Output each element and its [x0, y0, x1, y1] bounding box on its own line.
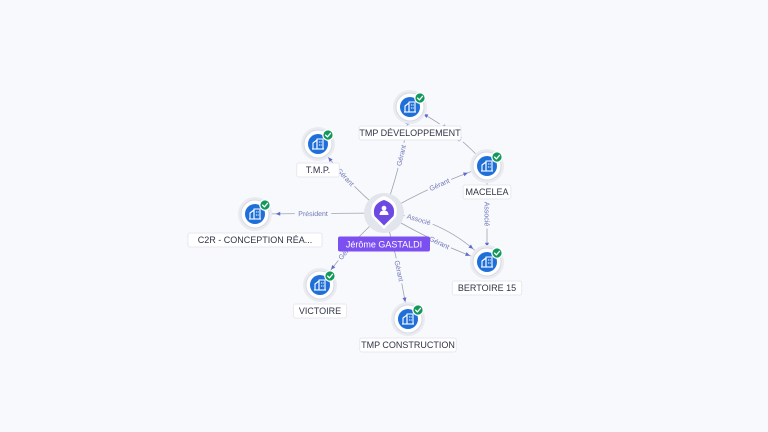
edge-arrow-icon — [275, 211, 281, 216]
company-name: BERTOIRE 15 — [458, 283, 516, 293]
edge-arrow-icon — [468, 244, 474, 249]
label-box — [338, 236, 430, 252]
person-label[interactable]: Jérôme GASTALDI — [338, 236, 430, 252]
edge-arrow-icon — [465, 252, 471, 256]
company-name: VICTOIRE — [299, 306, 341, 316]
edge-label-bg — [403, 210, 435, 228]
edge-arrow-icon — [328, 157, 333, 162]
edge-label-bg — [425, 175, 453, 194]
person-name: Jérôme GASTALDI — [346, 239, 422, 249]
company-name: TMP CONSTRUCTION — [361, 340, 455, 350]
edge-label-group: Président — [294, 208, 332, 219]
company-node-bertoire-15[interactable]: BERTOIRE 15 — [451, 245, 523, 296]
company-name: TMP DÉVELOPPEMENT — [359, 128, 461, 138]
verified-check-icon — [414, 92, 426, 104]
edge-label: Gérant — [392, 260, 403, 282]
building-icon — [481, 160, 493, 172]
company-name: MACELEA — [465, 187, 508, 197]
nodes-layer: TMP DÉVELOPPEMENT T.M.P. MACELEA C2R - CONC… — [187, 90, 523, 353]
company-name: T.M.P. — [306, 165, 330, 175]
company-label[interactable]: BERTOIRE 15 — [451, 280, 523, 296]
edge-label-bg — [392, 257, 407, 285]
label-box — [296, 162, 340, 178]
verified-check-icon — [412, 304, 424, 316]
edge-label-group: Gérant — [392, 257, 407, 285]
edge-label-bg — [482, 199, 492, 229]
label-box — [451, 280, 523, 296]
edge-arrow-icon — [402, 297, 407, 303]
label-box — [462, 184, 512, 200]
verified-check-icon — [491, 247, 503, 259]
edge-label-group: Gérant — [425, 175, 453, 194]
edge-label: Associé — [483, 202, 490, 227]
verified-check-icon — [491, 151, 503, 163]
building-icon — [404, 101, 416, 113]
building-icon — [249, 208, 261, 220]
company-label[interactable]: TMP DÉVELOPPEMENT — [358, 125, 462, 141]
edge-arrow-icon — [331, 264, 336, 270]
edge-label: Président — [298, 211, 328, 218]
company-name: C2R - CONCEPTION RÉA... — [198, 235, 313, 245]
edge-arrow-icon — [485, 242, 489, 248]
building-icon — [402, 313, 414, 325]
company-node-macelea[interactable]: MACELEA — [462, 149, 512, 200]
edge-label-group: Associé — [403, 210, 435, 228]
company-label[interactable]: C2R - CONCEPTION RÉA... — [187, 232, 323, 248]
verified-check-icon — [259, 199, 271, 211]
company-label[interactable]: MACELEA — [462, 184, 512, 200]
company-label[interactable]: VICTOIRE — [292, 303, 348, 319]
company-label[interactable]: TMP CONSTRUCTION — [359, 337, 457, 353]
person-node[interactable]: Jérôme GASTALDI — [338, 193, 430, 252]
company-node-tmp-construction[interactable]: TMP CONSTRUCTION — [359, 302, 457, 353]
edge-label-bg — [294, 208, 332, 219]
person-icon — [379, 205, 389, 215]
edge-arrow-icon — [463, 172, 468, 177]
label-box — [187, 232, 323, 248]
edge-label-group: Gérant — [393, 141, 409, 169]
company-node-tmp[interactable]: T.M.P. — [296, 127, 340, 178]
company-node-c2r[interactable]: C2R - CONCEPTION RÉA... — [187, 197, 323, 248]
edge-label-bg — [425, 233, 453, 253]
edge-label-group: Associé — [482, 199, 492, 229]
company-node-tmp-developpement[interactable]: TMP DÉVELOPPEMENT — [358, 90, 462, 141]
building-icon — [481, 256, 493, 268]
label-box — [358, 125, 462, 141]
verified-check-icon — [322, 129, 334, 141]
edge-label-bg — [393, 141, 409, 169]
building-icon — [312, 138, 324, 150]
label-box — [292, 303, 348, 319]
label-box — [359, 337, 457, 353]
edge-label: Gérant — [396, 144, 408, 166]
company-node-victoire[interactable]: VICTOIRE — [292, 268, 348, 319]
verified-check-icon — [324, 270, 336, 282]
company-label[interactable]: T.M.P. — [296, 162, 340, 178]
building-icon — [314, 279, 326, 291]
